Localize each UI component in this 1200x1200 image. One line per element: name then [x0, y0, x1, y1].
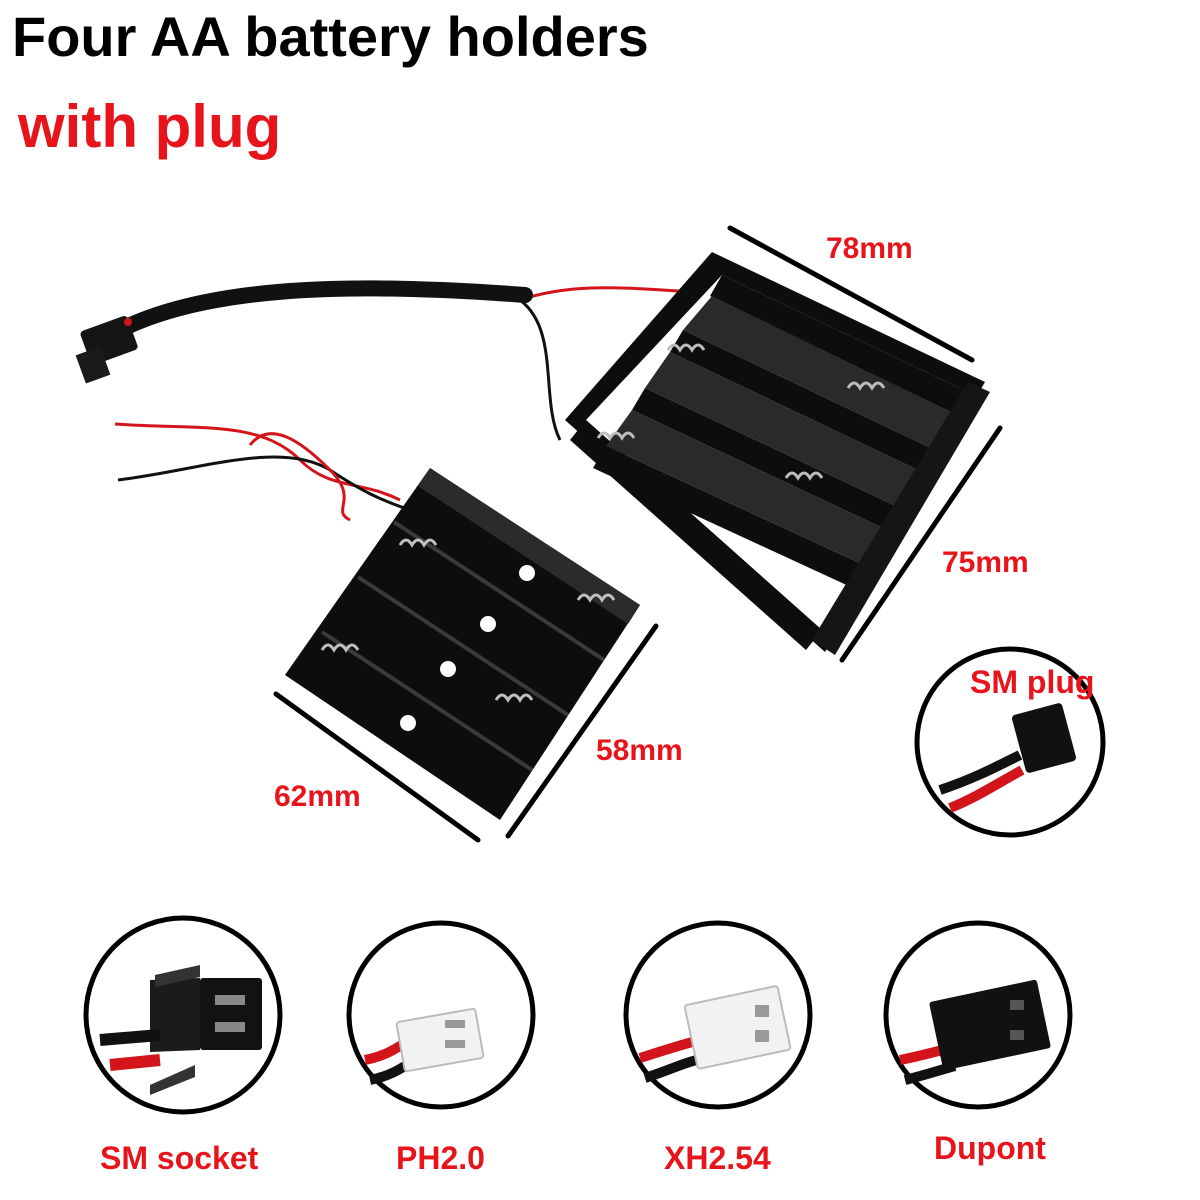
- page-title: Four AA battery holders: [12, 5, 649, 68]
- large-battery-holder: [75, 252, 990, 655]
- label-ph2: PH2.0: [396, 1140, 485, 1176]
- label-xh254: XH2.54: [664, 1140, 771, 1176]
- page-subtitle: with plug: [18, 93, 282, 160]
- label-dupont: Dupont: [934, 1130, 1046, 1166]
- dim-line-62: [273, 691, 481, 843]
- dupont-detail: [883, 920, 1073, 1110]
- ph2-detail: [346, 920, 536, 1110]
- dim-label-78: 78mm: [826, 232, 913, 265]
- dim-line-78: [727, 225, 975, 363]
- dim-label-75: 75mm: [942, 546, 1029, 579]
- sm-plug-detail: [914, 646, 1106, 838]
- dim-line-75: [839, 425, 1003, 663]
- label-sm-socket: SM socket: [100, 1140, 259, 1176]
- dim-label-58: 58mm: [596, 734, 683, 767]
- sm-socket-detail: [83, 915, 283, 1115]
- dim-label-62: 62mm: [274, 780, 361, 813]
- large-holder-sm-plug: [75, 316, 138, 384]
- small-battery-holder: [114, 422, 640, 820]
- dim-line-58: [505, 623, 659, 839]
- label-sm-plug: SM plug: [970, 664, 1095, 700]
- dimension-lines: [273, 225, 1003, 843]
- xh254-detail: [623, 920, 813, 1110]
